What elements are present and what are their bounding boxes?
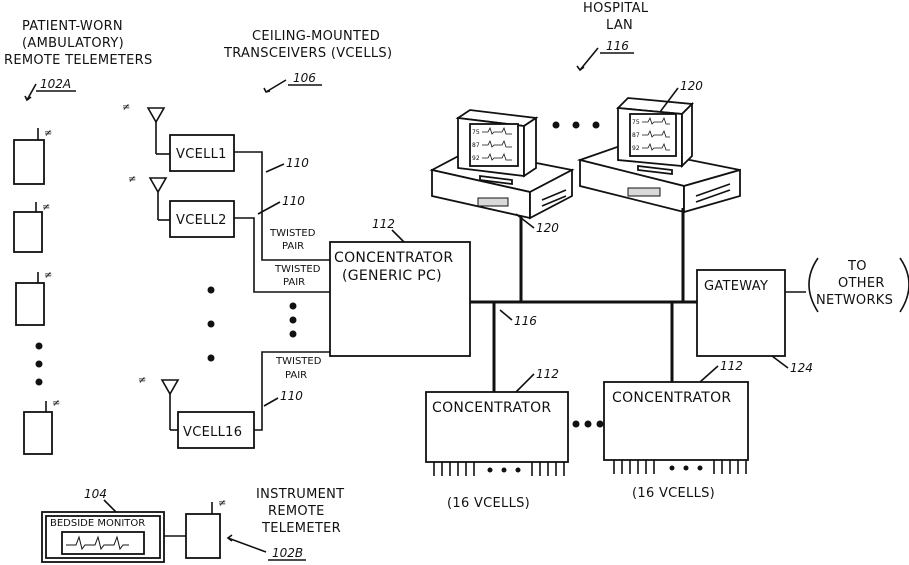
svg-text:112: 112 [372,217,395,231]
twisted-pair-label-2: TWISTED PAIR [274,264,321,288]
concentrator-lower-right: CONCENTRATOR 112 (16 VCELLS) [604,359,748,501]
svg-text:REMOTE: REMOTE [268,504,325,519]
concentrator-b-vcell-count: (16 VCELLS) [632,486,715,501]
svg-text:106: 106 [293,71,316,85]
svg-text:LAN: LAN [606,18,633,33]
svg-text:≠: ≠ [52,398,60,409]
svg-text:120: 120 [536,221,559,235]
svg-text:116: 116 [514,314,537,328]
concentrator-a-label: CONCENTRATOR [432,400,551,416]
vcell2: ≠ VCELL2 [128,174,234,237]
vcell-column-ellipsis [208,287,215,362]
svg-text:112: 112 [536,367,559,381]
instrument-title: INSTRUMENT REMOTE TELEMETER 102B [228,487,344,560]
ceiling-label-line1: CEILING-MOUNTED [252,29,380,44]
concentrator-b-ports [614,460,746,474]
svg-text:104: 104 [84,487,107,501]
vcell1-label: VCELL1 [176,147,227,162]
svg-text:87: 87 [472,142,480,149]
gateway-label: GATEWAY [704,279,768,294]
patient-worn-label-line1: PATIENT-WORN [22,19,123,34]
twisted-pair-label-3: TWISTED PAIR [275,356,322,381]
svg-text:TO: TO [847,259,867,274]
to-other-networks: TO OTHER NETWORKS [809,258,909,312]
vcell2-label: VCELL2 [176,213,227,228]
svg-text:PAIR: PAIR [282,241,304,252]
hospital-lan-title: HOSPITAL LAN 116 [577,1,649,70]
svg-text:110: 110 [286,156,309,170]
bedside-monitor: 104 BEDSIDE MONITOR [42,487,164,562]
vcell1: ≠ VCELL1 [122,102,234,171]
svg-text:≠: ≠ [44,128,52,139]
svg-text:112: 112 [720,359,743,373]
svg-text:≠: ≠ [138,375,146,386]
bedside-monitor-label: BEDSIDE MONITOR [50,518,145,529]
svg-text:≠: ≠ [218,498,226,509]
patient-worn-label-line2: (AMBULATORY) [22,36,124,51]
instrument-telemeter: ≠ [164,498,226,558]
svg-text:120: 120 [680,79,703,93]
svg-text:110: 110 [282,194,305,208]
svg-text:PAIR: PAIR [283,277,305,288]
concentrator-b-label: CONCENTRATOR [612,390,731,406]
hospital-lan-bus: 116 [470,208,697,392]
ceiling-label-line2: TRANSCEIVERS (VCELLS) [223,46,392,61]
svg-text:75: 75 [632,119,640,126]
svg-text:HOSPITAL: HOSPITAL [583,1,649,16]
svg-text:110: 110 [280,389,303,403]
telemeter-device-1: ≠ [14,128,52,184]
svg-text:OTHER: OTHER [838,276,885,291]
concentrator-main-line1: CONCENTRATOR [334,250,453,266]
concentrator-ellipsis [573,421,604,428]
ceiling-title: CEILING-MOUNTED TRANSCEIVERS (VCELLS) [223,29,392,61]
svg-text:TWISTED: TWISTED [269,228,316,239]
patient-worn-label-line3: REMOTE TELEMETERS [4,53,153,68]
svg-text:INSTRUMENT: INSTRUMENT [256,487,344,502]
concentrator-a-ports [434,462,564,476]
svg-text:92: 92 [632,145,640,152]
telemeter-device-4: ≠ [24,398,60,454]
svg-text:116: 116 [606,39,629,53]
svg-text:TWISTED: TWISTED [275,356,322,367]
patient-worn-title: PATIENT-WORN (AMBULATORY) REMOTE TELEMET… [4,19,153,68]
telemeter-ellipsis [36,343,43,386]
telemeter-device-3: ≠ [16,270,52,325]
ref-106: 106 [264,71,322,92]
gateway: GATEWAY 124 [697,270,813,375]
twisted-pair-label-1: TWISTED PAIR [269,228,316,252]
svg-text:NETWORKS: NETWORKS [816,293,893,308]
workstation-ellipsis [553,122,600,129]
ref-102a: 102A [25,77,76,100]
svg-text:102A: 102A [40,77,71,91]
telemeter-device-2: ≠ [14,202,50,252]
svg-text:≠: ≠ [44,270,52,281]
svg-text:≠: ≠ [128,174,136,185]
concentrator-main-line2: (GENERIC PC) [342,268,442,284]
concentrator-generic-pc: CONCENTRATOR (GENERIC PC) 112 [330,217,470,356]
svg-text:PAIR: PAIR [285,370,307,381]
vcell16-label: VCELL16 [183,425,242,440]
concentrator-lower-left: CONCENTRATOR 112 (16 VCELLS) [426,367,568,511]
workstation-2: 75 87 92 120 [580,79,740,212]
concentrator-a-vcell-count: (16 VCELLS) [447,496,530,511]
svg-text:102B: 102B [272,546,303,560]
workstation-1: 75 87 92 120 [432,110,572,235]
svg-text:≠: ≠ [122,102,130,113]
svg-text:92: 92 [472,155,480,162]
vcell16: ≠ VCELL16 [138,375,254,448]
wiring-ellipsis [290,303,297,338]
svg-text:75: 75 [472,129,480,136]
svg-text:124: 124 [790,361,813,375]
svg-text:TELEMETER: TELEMETER [261,521,341,536]
svg-text:TWISTED: TWISTED [274,264,321,275]
svg-text:87: 87 [632,132,640,139]
svg-text:≠: ≠ [42,202,50,213]
